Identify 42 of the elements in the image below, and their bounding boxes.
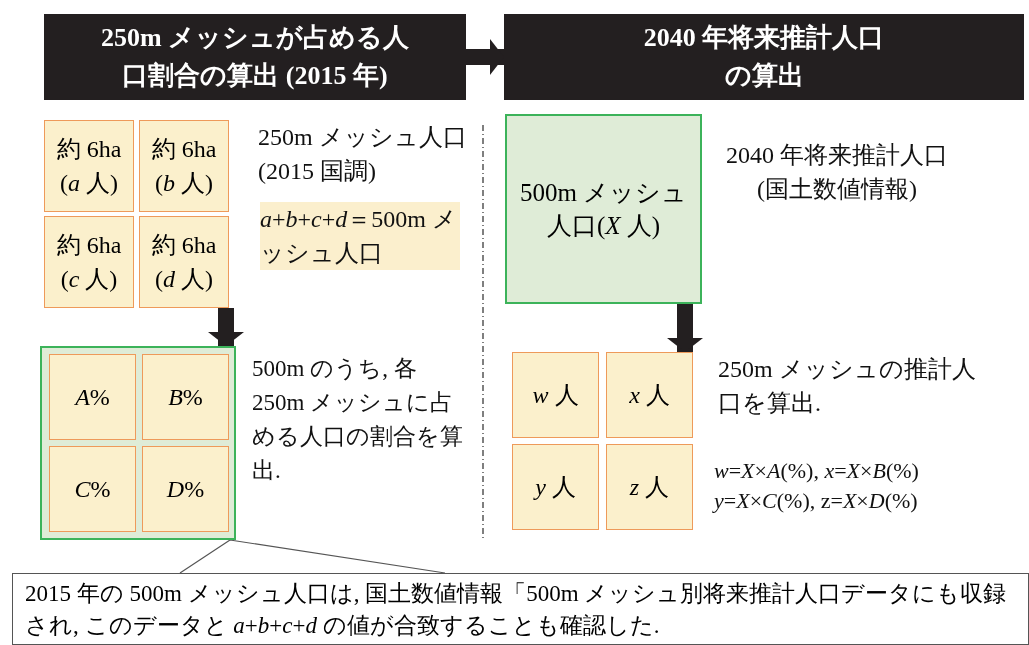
header-box bbox=[44, 14, 466, 100]
mesh-cell bbox=[142, 446, 229, 532]
cell-text: z 人 bbox=[629, 473, 670, 502]
formula-text: a+b+c+d＝500m メッシュ人口 bbox=[260, 202, 460, 270]
cell-text: C% bbox=[74, 475, 111, 504]
cell-text: A% bbox=[75, 383, 110, 412]
cell-text: B% bbox=[168, 383, 203, 412]
header-text: 2040 年将来推計人口の算出 bbox=[642, 22, 886, 92]
mesh-panel bbox=[40, 346, 236, 540]
block-arrow bbox=[667, 304, 703, 352]
header-text: 250m メッシュが占める人口割合の算出 (2015 年) bbox=[99, 22, 411, 92]
mesh-cell bbox=[606, 352, 693, 438]
formula-text: w=X×A(%), x=X×B(%) y=X×C(%), z=X×D(%) bbox=[714, 457, 920, 515]
cell-text: 約 6ha (d 人) bbox=[150, 231, 218, 294]
mesh-cell bbox=[512, 352, 599, 438]
mesh-cell bbox=[512, 444, 599, 530]
note-text: 500m のうち, 各 250m メッシュに占める人口の割合を算出. bbox=[252, 355, 464, 485]
mesh-cell bbox=[44, 120, 134, 212]
cell-text: x 人 bbox=[629, 381, 670, 410]
panel-text: 500m メッシュ人口(X 人) bbox=[518, 178, 689, 242]
cell-text: 約 6ha (b 人) bbox=[150, 135, 218, 198]
mesh-cell bbox=[139, 120, 229, 212]
mesh-cell bbox=[49, 446, 136, 532]
block-arrow bbox=[208, 308, 244, 346]
cell-text: w 人 bbox=[532, 381, 579, 410]
cell-text: 約 6ha (a 人) bbox=[55, 135, 123, 198]
note-text: 250m メッシュの推計人口を算出. bbox=[718, 355, 977, 418]
note-text: 2040 年将来推計人口 (国土数値情報) bbox=[725, 141, 949, 204]
mesh-cell bbox=[139, 216, 229, 308]
mesh-panel bbox=[505, 114, 702, 304]
callout-text: 2015 年の 500m メッシュ人口は, 国土数値情報「500m メッシュ別将来推計人口データにも収録され, このデータと a+b+c+d の値が合致することも確認した. bbox=[25, 580, 1008, 640]
cell-text: D% bbox=[166, 475, 205, 504]
header-box bbox=[504, 14, 1024, 100]
mesh-cell bbox=[606, 444, 693, 530]
cell-text: 約 6ha (c 人) bbox=[55, 231, 123, 294]
note-text: 250m メッシュ人口(2015 国調) bbox=[258, 123, 468, 186]
mesh-cell bbox=[49, 354, 136, 440]
callout-box bbox=[12, 573, 1029, 645]
cell-text: y 人 bbox=[535, 473, 576, 502]
mesh-cell bbox=[44, 216, 134, 308]
block-arrow bbox=[466, 39, 504, 75]
mesh-cell bbox=[142, 354, 229, 440]
